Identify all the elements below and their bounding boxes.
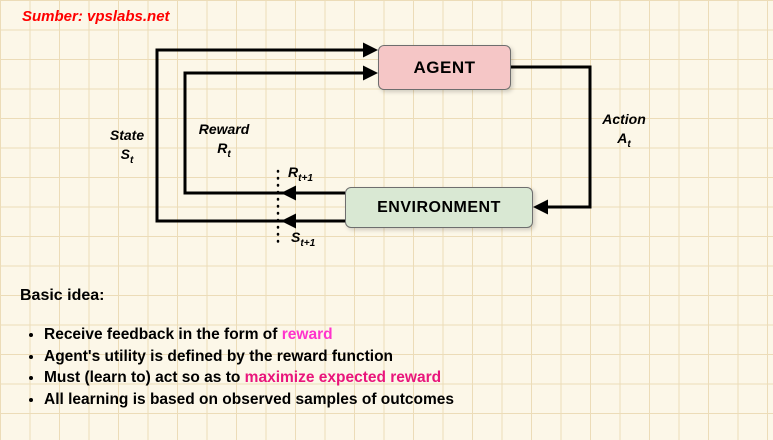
reward-arrow-line: [183, 71, 365, 195]
state-arrowhead-timestep: [281, 213, 296, 229]
action-arrowhead: [533, 199, 548, 215]
source-credit: Sumber: vpslabs.net: [22, 8, 170, 25]
state-arrow-line: [155, 48, 365, 223]
basic-idea-heading: Basic idea:: [20, 287, 105, 304]
action-label: Action At: [594, 110, 654, 154]
environment-label: ENVIRONMENT: [377, 198, 501, 216]
basic-idea-list: Receive feedback in the form of reward A…: [44, 326, 740, 408]
bullet-item: All learning is based on observed sample…: [44, 391, 740, 408]
agent-box: AGENT: [378, 45, 511, 90]
action-symbol: At: [617, 130, 631, 150]
state-word: State: [109, 127, 145, 143]
reward-arrowhead-timestep: [281, 185, 296, 201]
state-symbol: St: [120, 146, 134, 166]
reward-label: Reward Rt: [191, 120, 257, 164]
state-next-label: St+1: [291, 229, 316, 249]
reward-word: Reward: [198, 121, 250, 137]
state-arrowhead-agent: [363, 42, 378, 58]
bullet-item: Must (learn to) act so as to maximize ex…: [44, 369, 740, 386]
environment-box: ENVIRONMENT: [345, 187, 533, 228]
basic-idea-section: Basic idea: Receive feedback in the form…: [20, 287, 740, 412]
bullet-item: Receive feedback in the form of reward: [44, 326, 740, 343]
bullet-item: Agent's utility is defined by the reward…: [44, 348, 740, 365]
state-label: State St: [96, 126, 158, 170]
highlight-maximize-expected-reward: maximize expected reward: [244, 369, 442, 386]
reward-next-label: Rt+1: [288, 164, 313, 184]
reward-arrowhead-agent: [363, 65, 378, 81]
action-word: Action: [602, 111, 646, 127]
action-arrow-line: [510, 65, 592, 209]
reward-symbol: Rt: [217, 140, 231, 160]
highlight-reward: reward: [281, 326, 333, 343]
agent-label: AGENT: [413, 57, 476, 77]
